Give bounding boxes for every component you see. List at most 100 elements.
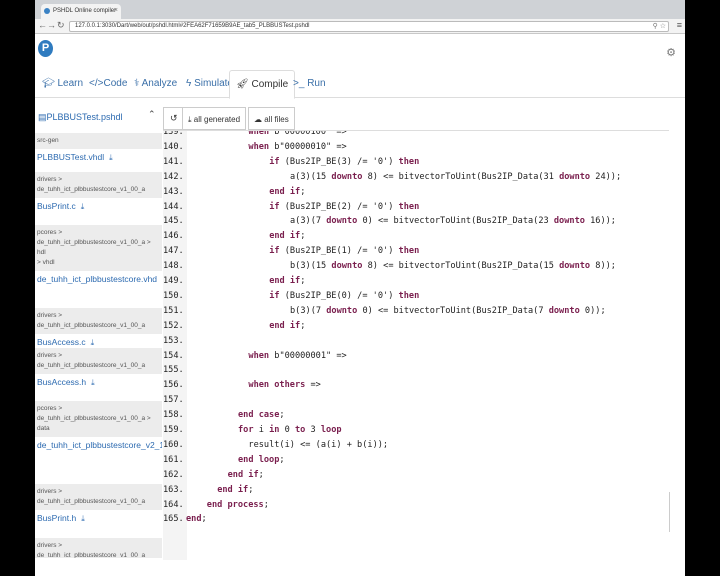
tab-learn[interactable]: 🎓︎ Learn (42, 70, 83, 98)
code-token: 3 (305, 425, 321, 435)
forward-icon[interactable]: → (47, 20, 56, 30)
download-icon[interactable]: ⤓ (109, 153, 113, 162)
file-group: drivers >de_tuhh_ict_plbbustestcore_v1_0… (35, 538, 162, 558)
file-name: BusPrint.h (37, 513, 77, 523)
code-text: b(3)(15 downto 8) <= bitvectorToUint(Bus… (290, 259, 616, 274)
download-all-generated-button[interactable]: ⤓ all generated (182, 107, 247, 130)
line-number: 160. (163, 439, 184, 450)
download-icon[interactable]: ⤓ (80, 202, 85, 211)
code-line: 155. (163, 363, 669, 378)
line-number: 154. (163, 350, 184, 361)
settings-icon[interactable]: ⚙ (666, 47, 676, 59)
code-text: end if; (228, 468, 264, 483)
code-line: 148.b(3)(15 downto 8) <= bitvectorToUint… (163, 259, 669, 274)
bolt-icon: ϟ (186, 78, 195, 89)
file-group: pcores >de_tuhh_ict_plbbustestcore_v1_00… (35, 401, 162, 455)
keyword-token: end if (269, 231, 301, 242)
code-line: 164.end process; (163, 498, 669, 513)
browser-menu-icon[interactable]: ≡ (676, 20, 682, 30)
address-bar[interactable]: 127.0.0.1:3030/Dart/web/out/pshdl.html#2… (69, 21, 669, 32)
file-group: drivers >de_tuhh_ict_plbbustestcore_v1_0… (35, 172, 162, 216)
file-link[interactable]: PLBBUSTest.vhdl⤓ (35, 149, 162, 167)
keyword-token: then (398, 246, 420, 257)
code-text: end if; (269, 274, 305, 289)
file-group-path: pcores >de_tuhh_ict_plbbustestcore_v1_00… (35, 225, 162, 271)
keyword-token: then (398, 156, 420, 167)
code-text: when b"00000001" => (248, 349, 346, 364)
keyword-token: when (248, 130, 275, 137)
close-tab-icon[interactable]: × (113, 7, 118, 14)
code-line: 150.if (Bus2IP_BE(0) /= '0') then (163, 289, 669, 304)
line-number: 141. (163, 156, 184, 167)
download-all-files-button[interactable]: ☁ all files (248, 107, 295, 130)
code-line: 143.end if; (163, 185, 669, 200)
back-icon[interactable]: ← (38, 20, 47, 30)
code-editor[interactable]: 139.when b"00000100" =>140.when b"000000… (163, 130, 669, 560)
file-group: drivers >de_tuhh_ict_plbbustestcore_v1_0… (35, 484, 162, 528)
code-token: ; (300, 186, 306, 197)
keyword-token: if (269, 246, 285, 257)
tab-run[interactable]: >_ Run (293, 70, 326, 98)
download-icon[interactable]: ⤓ (91, 378, 95, 387)
file-link[interactable]: de_tuhh_ict_plbbustestcore_v2_1_0.m⤓ (35, 437, 162, 455)
learn-icon: 🎓︎ (42, 78, 58, 89)
code-token: 8) <= bitvectorToUint(Bus2IP_Data(15 (362, 261, 560, 272)
tab-analyze[interactable]: ⚕ Analyze (134, 70, 177, 98)
reload-icon[interactable]: ↻ (57, 20, 65, 30)
line-number: 164. (163, 499, 184, 510)
keyword-token: when others (248, 380, 306, 391)
file-link[interactable]: de_tuhh_ict_plbbustestcore.vhd⤓ (35, 271, 162, 289)
code-token: ; (258, 469, 264, 480)
code-line: 140.when b"00000010" => (163, 140, 669, 155)
project-file-name: PLBBUSTest.pshdl (46, 112, 123, 122)
code-line: 154. when b"00000001" => (163, 349, 669, 364)
line-number: 163. (163, 484, 184, 495)
download-icon[interactable]: ⤓ (81, 514, 85, 523)
code-line: 149.end if; (163, 274, 669, 289)
keyword-token: if (269, 290, 285, 301)
code-token: a(3)(15 (290, 171, 332, 182)
tab-compile[interactable]: 🚀︎ Compile (229, 70, 296, 99)
code-line: 142.a(3)(15 downto 8) <= bitvectorToUint… (163, 170, 669, 185)
main-nav: 🎓︎ Learn </>Code ⚕ Analyze ϟ Simulate 🚀︎… (35, 70, 685, 99)
favicon-icon (44, 8, 50, 14)
keyword-token: end if (269, 276, 301, 286)
bookmark-star-icon[interactable]: ⚲ ☆ (652, 23, 666, 30)
browser-tab[interactable]: PSHDL Online compiler × (41, 4, 121, 19)
path-segment: pcores > (37, 405, 63, 412)
code-token: ; (300, 276, 306, 286)
code-token: ; (300, 231, 306, 242)
project-file-link[interactable]: ▤PLBBUSTest.pshdl (38, 112, 123, 123)
path-segment: src-gen (37, 137, 59, 144)
tab-code[interactable]: </>Code (89, 70, 127, 98)
code-token: b"00000010" => (274, 141, 347, 152)
file-link[interactable]: BusPrint.c⤓ (35, 198, 162, 216)
code-line: 141.if (Bus2IP_BE(3) /= '0') then (163, 155, 669, 170)
code-text: when others => (248, 378, 320, 393)
keyword-token: downto (326, 216, 358, 227)
file-name: BusAccess.h (37, 377, 87, 387)
file-link[interactable]: BusAccess.h ⤓ (35, 374, 162, 392)
tab-simulate[interactable]: ϟ Simulate (186, 70, 233, 98)
download-icon[interactable]: ⤓ (90, 338, 95, 347)
line-number: 145. (163, 216, 184, 227)
undo-button[interactable]: ↺ (163, 107, 183, 130)
tab-compile-label: Compile (251, 79, 289, 90)
collapse-tree-icon[interactable]: ⌃ (148, 109, 156, 119)
code-line: 145.a(3)(7 downto 0) <= bitvectorToUint(… (163, 214, 669, 229)
line-number: 151. (163, 305, 184, 316)
line-number: 157. (163, 395, 184, 406)
keyword-token: loop (320, 425, 342, 435)
line-number: 146. (163, 231, 184, 242)
path-segment: drivers > (37, 542, 63, 549)
code-text: end if; (269, 229, 305, 244)
file-link[interactable]: BusAccess.c⤓ (35, 334, 162, 352)
code-token: 0 (279, 425, 295, 435)
editor-scrollbar[interactable] (669, 492, 670, 532)
keyword-token: to (294, 425, 306, 435)
file-link[interactable]: BusPrint.h ⤓ (35, 510, 162, 528)
code-token: (Bus2IP_BE(3) /= '0') (284, 156, 399, 167)
code-line: 147.if (Bus2IP_BE(1) /= '0') then (163, 244, 669, 259)
code-token: 8)); (590, 261, 616, 272)
